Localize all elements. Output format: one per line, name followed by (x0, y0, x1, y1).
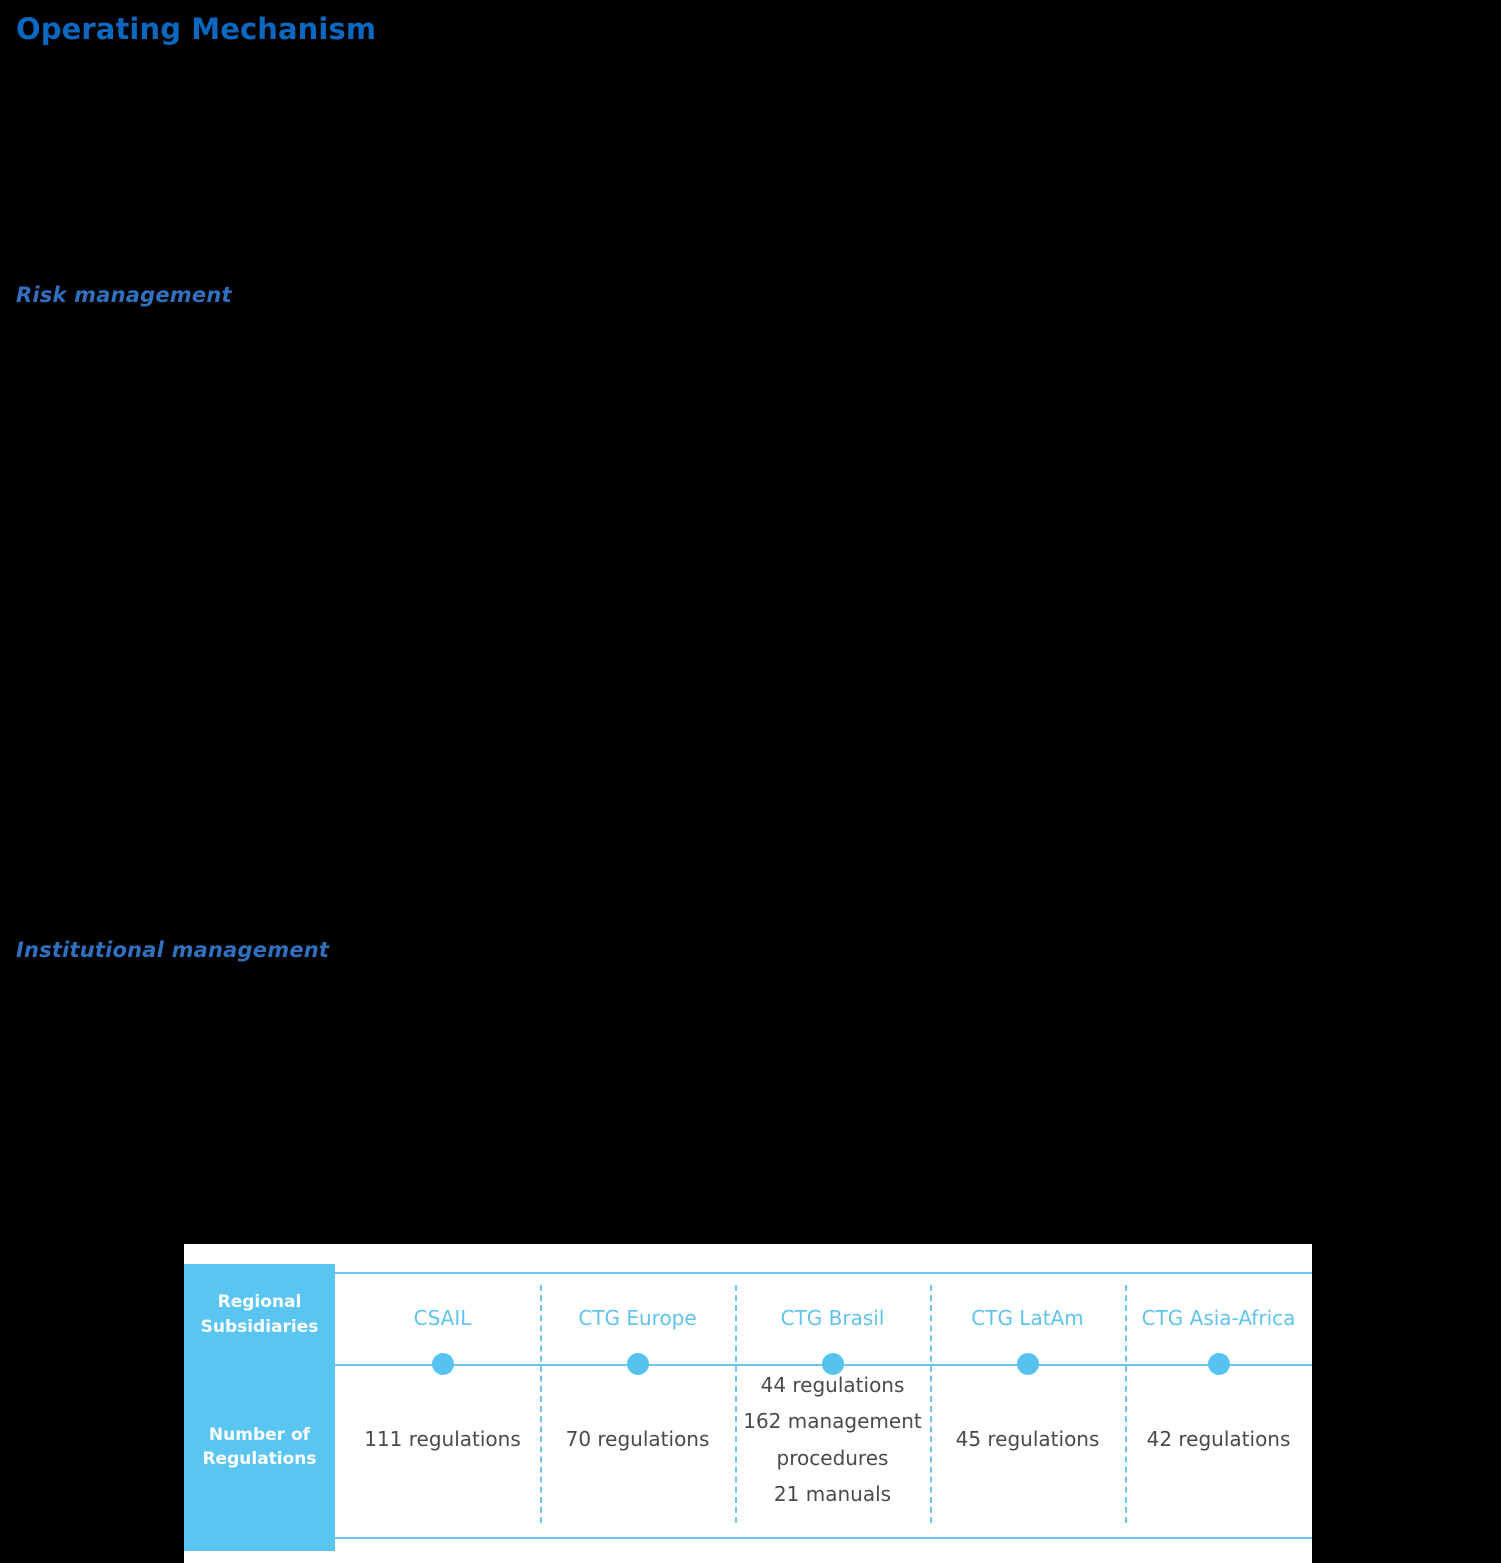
column-value-ctg-europe: 70 regulations (540, 1364, 735, 1537)
page-title: Operating Mechanism (16, 12, 377, 46)
column-marker-dot-icon (431, 1353, 454, 1375)
column-header-ctg-latam: CTG LatAm (971, 1306, 1084, 1330)
table-rule-bottom (335, 1537, 1312, 1539)
value-line: 45 regulations (955, 1427, 1100, 1452)
value-line: 42 regulations (1146, 1427, 1291, 1452)
column-marker-dot-icon (1016, 1353, 1039, 1375)
column-divider-4 (1125, 1285, 1127, 1523)
table-column-csail[interactable]: CSAIL 111 regulations (345, 1272, 540, 1537)
column-header-ctg-brasil: CTG Brasil (780, 1306, 885, 1330)
section-heading-risk-management: Risk management (16, 283, 232, 307)
table-column-ctg-europe[interactable]: CTG Europe 70 regulations (540, 1272, 735, 1537)
column-marker-dot-icon (1207, 1353, 1230, 1375)
row-label-regional-subsidiaries: Regional Subsidiaries (200, 1292, 319, 1337)
value-line: 21 manuals (773, 1481, 892, 1506)
column-header-ctg-asia-africa: CTG Asia-Africa (1141, 1306, 1296, 1330)
column-header-csail: CSAIL (413, 1306, 472, 1330)
row-label-number-of-regulations: Number of Regulations (202, 1424, 317, 1469)
table-column-ctg-asia-africa[interactable]: CTG Asia-Africa 42 regulations (1125, 1272, 1312, 1537)
column-value-ctg-asia-africa: 42 regulations (1125, 1364, 1312, 1537)
table-column-ctg-brasil[interactable]: CTG Brasil 44 regulations 162 management… (735, 1272, 930, 1537)
section-heading-institutional-management: Institutional management (16, 938, 330, 962)
column-divider-3 (930, 1285, 932, 1523)
column-value-ctg-latam: 45 regulations (930, 1364, 1125, 1537)
column-marker-dot-icon (626, 1353, 649, 1375)
table-column-ctg-latam[interactable]: CTG LatAm 45 regulations (930, 1272, 1125, 1537)
value-line: 111 regulations (364, 1427, 521, 1452)
value-line: 162 management (743, 1409, 922, 1434)
column-divider-2 (735, 1285, 737, 1523)
column-header-ctg-europe: CTG Europe (578, 1306, 697, 1330)
column-value-csail: 111 regulations (345, 1364, 540, 1537)
value-line: 44 regulations (760, 1372, 905, 1397)
value-line: 70 regulations (565, 1427, 710, 1452)
value-line: procedures (776, 1445, 889, 1470)
column-marker-dot-icon (821, 1353, 844, 1375)
table-label-column: Regional Subsidiaries Number of Regulati… (184, 1264, 335, 1551)
column-divider-1 (540, 1285, 542, 1523)
column-value-ctg-brasil: 44 regulations 162 management procedures… (735, 1364, 930, 1537)
regional-subsidiaries-table: Regional Subsidiaries Number of Regulati… (184, 1244, 1312, 1563)
table-rule-top (335, 1272, 1312, 1274)
